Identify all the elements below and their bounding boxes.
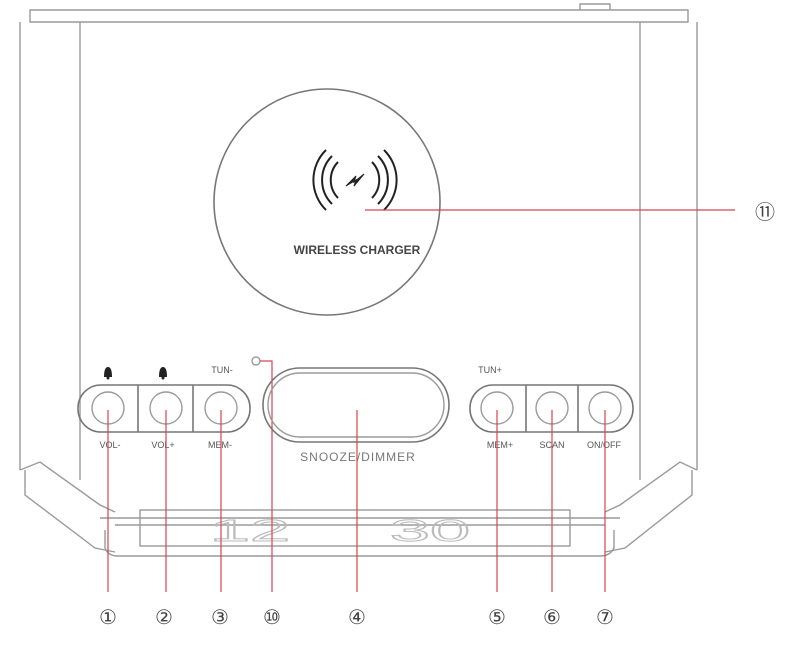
mem-up-label: MEM+ <box>487 440 513 450</box>
callout-7: ⑦ <box>596 605 614 629</box>
on-off-label: ON/OFF <box>587 440 621 450</box>
snooze-dimmer-label: SNOOZE/DIMMER <box>300 450 416 464</box>
callout-2: ② <box>155 605 173 629</box>
device-body <box>19 3 698 557</box>
callout-11: ⑪ <box>755 200 775 224</box>
tun-down-label: TUN- <box>211 365 233 375</box>
display-hours: 12 <box>210 513 290 547</box>
callout-4: ④ <box>348 605 366 629</box>
wireless-charger-pad: WIRELESS CHARGER <box>213 88 441 316</box>
bell-icon <box>104 367 112 380</box>
callout-10: ⑩ <box>263 605 281 629</box>
callout-lines <box>107 410 606 592</box>
callout-6: ⑥ <box>543 605 561 629</box>
indicator-led <box>251 356 261 366</box>
wireless-charger-label: WIRELESS CHARGER <box>294 243 421 257</box>
callout-3: ③ <box>211 605 229 629</box>
time-display: 12 30 <box>139 509 571 548</box>
mem-down-label: MEM- <box>208 440 232 450</box>
bell-icon <box>159 367 167 380</box>
left-button-group <box>77 384 251 433</box>
tun-up-label: TUN+ <box>478 365 502 375</box>
display-minutes: 30 <box>390 513 470 547</box>
vol-down-label: VOL- <box>99 440 120 450</box>
wireless-charging-icon <box>312 149 398 211</box>
callout-1: ① <box>99 605 117 629</box>
callout-5: ⑤ <box>488 605 506 629</box>
snooze-dimmer-button[interactable] <box>262 367 450 443</box>
vol-up-label: VOL+ <box>151 440 174 450</box>
